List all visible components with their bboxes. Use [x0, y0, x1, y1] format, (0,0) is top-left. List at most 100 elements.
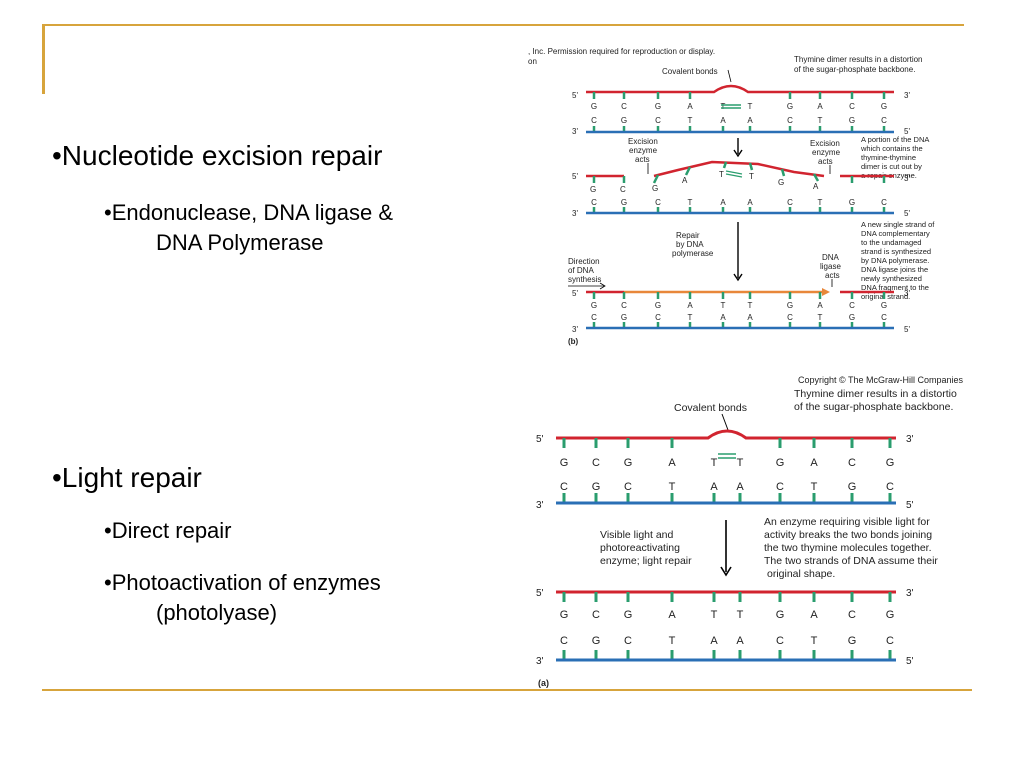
covalent-label-a: Covalent bonds	[674, 402, 747, 414]
note-enzyme-2: activity breaks the two bonds joining	[764, 529, 932, 541]
base-letter: C	[591, 116, 597, 125]
b2-base-t1: T	[719, 170, 724, 179]
base-letter: T	[688, 116, 693, 125]
row-b3-top-ticks	[592, 292, 886, 299]
base-letter: T	[721, 301, 726, 310]
five-prime-b1-bottom: 5'	[904, 127, 910, 136]
excision-repair-diagram: , Inc. Permission required for reproduct…	[528, 47, 935, 346]
strand-b1-top	[586, 84, 894, 94]
base-letter: T	[721, 102, 726, 111]
down-arrow-b1-head	[733, 149, 743, 158]
ligase-label-3: acts	[825, 271, 840, 280]
base-letter: C	[591, 313, 597, 322]
base-letter: G	[621, 198, 627, 207]
covalent-pointer-a	[721, 413, 729, 431]
base-letter: G	[849, 116, 855, 125]
base-letter: A	[710, 635, 718, 647]
note-cut-3: thymine-thymine	[861, 153, 916, 162]
base-letter: T	[737, 609, 744, 621]
base-letter: C	[624, 481, 632, 493]
base-letter: T	[818, 313, 823, 322]
b2-base-g: G	[590, 185, 596, 194]
note-cut-4: dimer is cut out by	[861, 162, 922, 171]
base-letter: T	[811, 481, 818, 493]
base-letter: T	[711, 609, 718, 621]
figure-light-repair: Copyright © The McGraw-Hill Companies Th…	[530, 372, 992, 688]
base-letter: A	[668, 609, 676, 621]
copyright-text: Copyright © The McGraw-Hill Companies	[798, 375, 964, 385]
base-letter: C	[592, 457, 600, 469]
bullet-direct-repair: •Direct repair	[104, 518, 232, 543]
note-new-6: DNA ligase joins the	[861, 265, 928, 274]
strand-b3-new-head	[822, 288, 830, 296]
strand-b2-excised	[653, 160, 825, 178]
base-letter: A	[687, 102, 693, 111]
base-letter: C	[560, 635, 568, 647]
base-letter: C	[776, 635, 784, 647]
three-prime-a2: 3'	[906, 588, 914, 599]
three-prime-b2: 3'	[904, 174, 910, 183]
base-letter: A	[747, 198, 753, 207]
base-letter: A	[720, 313, 726, 322]
base-letter: C	[655, 198, 661, 207]
repair-label-2: by DNA	[676, 240, 704, 249]
note-dimer-b-1: Thymine dimer results in a distortion	[794, 55, 923, 64]
b2-base-g2: G	[652, 184, 658, 193]
base-letter: G	[848, 635, 857, 647]
visible-label-3: enzyme; light repair	[600, 555, 692, 567]
ligase-label-1: DNA	[822, 253, 840, 262]
base-letter: C	[776, 481, 784, 493]
row-a1-top-ticks	[562, 438, 892, 448]
base-letter: C	[886, 635, 894, 647]
base-letter: G	[787, 301, 793, 310]
five-prime-b3-bottom: 5'	[904, 325, 910, 334]
note-cut-2: which contains the	[860, 144, 923, 153]
base-letter: T	[811, 635, 818, 647]
direction-label-3: synthesis	[568, 275, 601, 284]
base-letter: C	[881, 313, 887, 322]
note-new-4: strand is synthesized	[861, 247, 931, 256]
bullet-endonuclease-line1: •Endonuclease, DNA ligase &	[104, 200, 393, 225]
base-letter: C	[624, 635, 632, 647]
base-letter: T	[711, 457, 718, 469]
base-letter: T	[748, 102, 753, 111]
note-new-5: by DNA polymerase.	[861, 256, 929, 265]
note-cut-1: A portion of the DNA	[861, 135, 929, 144]
base-letter: A	[810, 457, 818, 469]
base-letter: G	[592, 481, 601, 493]
note-new-9: original strand.	[861, 292, 910, 301]
base-letter: A	[736, 635, 744, 647]
three-prime-a2-bottom: 3'	[536, 656, 544, 667]
excision-right-2: enzyme	[812, 148, 841, 157]
permission-text-2: on	[528, 57, 537, 66]
note-new-2: DNA complementary	[861, 229, 930, 238]
note-enzyme-3: the two thymine molecules together.	[764, 542, 932, 554]
base-letter: C	[592, 609, 600, 621]
direction-arrow-head	[599, 282, 606, 290]
excision-left-3: acts	[635, 155, 650, 164]
covalent-pointer-b	[727, 69, 732, 83]
base-letter: A	[747, 313, 753, 322]
base-letter: T	[669, 481, 676, 493]
base-letter: G	[621, 116, 627, 125]
base-letter: T	[688, 198, 693, 207]
base-letter: C	[621, 102, 627, 111]
visible-label-2: photoreactivating	[600, 542, 680, 554]
b2-base-g3: G	[778, 178, 784, 187]
base-letter: G	[624, 609, 633, 621]
note-new-7: newly synthesized	[861, 274, 922, 283]
five-prime-b2-bottom: 5'	[904, 209, 910, 218]
base-letter: C	[591, 198, 597, 207]
note-new-3: to the undamaged	[861, 238, 921, 247]
bullet-nucleotide-excision-repair: •Nucleotide excision repair	[52, 140, 383, 171]
base-letter: G	[560, 609, 569, 621]
base-letter: G	[849, 198, 855, 207]
base-letter: G	[886, 609, 895, 621]
note-enzyme-1: An enzyme requiring visible light for	[764, 516, 930, 528]
permission-text-1: , Inc. Permission required for reproduct…	[528, 47, 715, 56]
